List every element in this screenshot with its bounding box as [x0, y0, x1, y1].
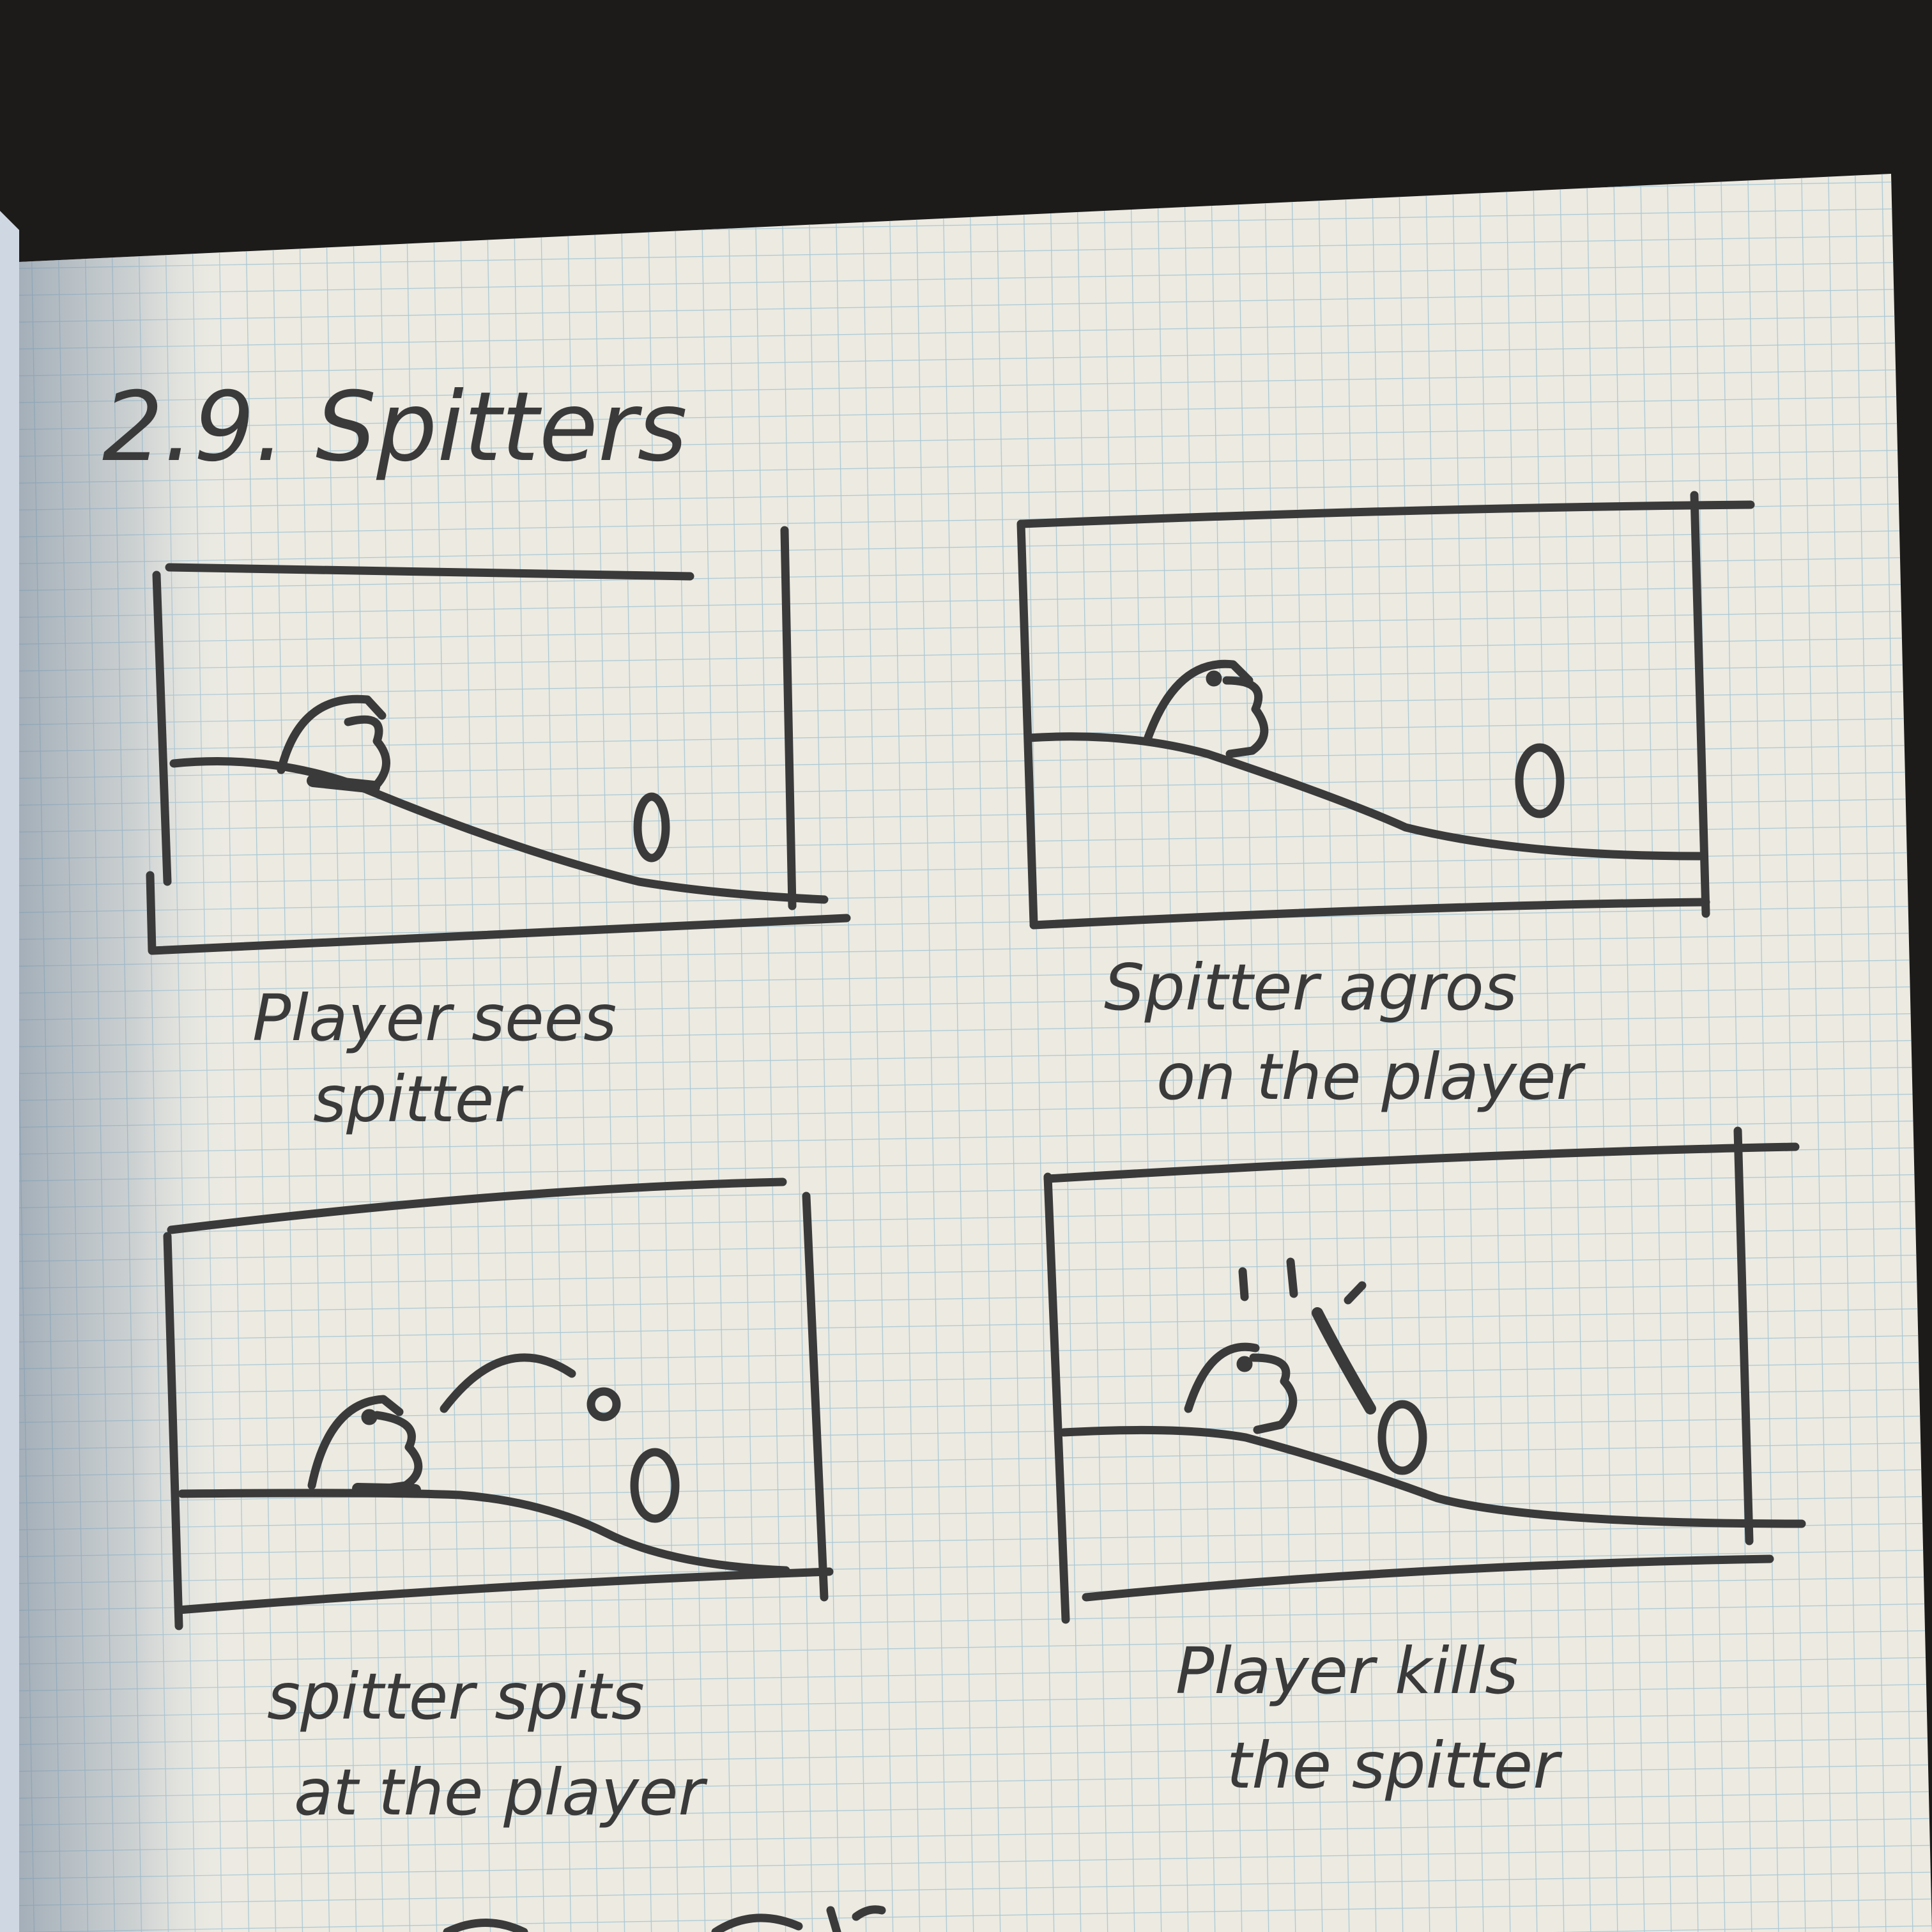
- panel-4-frame-top: [1043, 1142, 1800, 1183]
- panel-2-player: [1515, 743, 1565, 818]
- panel-3-sketch: [163, 1177, 834, 1630]
- panel-4-weapon: [1312, 1307, 1376, 1414]
- panel-4-spitter: [1184, 1342, 1298, 1434]
- panel-1-frame-right: [780, 526, 797, 910]
- panel-2-frame-top: [1018, 500, 1755, 528]
- panel-4-caption-line2: the spitter: [1227, 1728, 1563, 1803]
- panel-2-spitter: [1142, 659, 1269, 758]
- panel-4-frame-left: [1043, 1172, 1070, 1624]
- panel-3-frame-top: [167, 1177, 787, 1234]
- panel-2-frame-right: [1690, 491, 1710, 918]
- panel-1-frame-left: [152, 571, 172, 886]
- panel-1-frame-top: [165, 563, 694, 581]
- panel-3-spit-arc: [440, 1353, 576, 1413]
- panel-1-spitter: [277, 694, 390, 793]
- panel-3-spit-ball: [586, 1387, 621, 1422]
- panel-2-ground: [1024, 732, 1704, 861]
- panel-3-ground: [178, 1489, 790, 1575]
- panel-1-caption-line2: spitter: [313, 1062, 524, 1137]
- panel-4-caption-line1: Player kills: [1176, 1634, 1518, 1708]
- panel-1-player: [633, 792, 670, 862]
- panel-4-ground: [1059, 1425, 1806, 1528]
- page-title: 2.9. Spitters: [102, 372, 687, 483]
- panel-3-caption: spitter spits at the player: [267, 1659, 708, 1830]
- panel-2-caption-line2: on the player: [1156, 1039, 1586, 1114]
- panel-1-ground: [169, 757, 829, 904]
- panel-1-caption-line1: Player sees: [252, 981, 617, 1055]
- panel-1-caption: Player sees spitter: [252, 981, 617, 1137]
- panel-2-frame-left: [1016, 519, 1038, 928]
- panel-3-player: [630, 1448, 680, 1523]
- panel-2-caption-line1: Spitter agros: [1104, 950, 1517, 1025]
- cut-off-text-fragment: [443, 1905, 886, 1932]
- panel-3-frame-right: [802, 1192, 829, 1602]
- paper-sheet: [19, 174, 1932, 1932]
- panel-3-caption-line1: spitter spits: [267, 1659, 645, 1734]
- panel-3-frame-left: [163, 1232, 183, 1630]
- left-page-edge: [0, 211, 19, 1932]
- panel-2-sketch: [1016, 491, 1755, 930]
- panel-1-sketch: [146, 526, 851, 955]
- panel-3-frame-bottom: [174, 1567, 834, 1614]
- panel-4-sketch: [1043, 1126, 1806, 1624]
- panel-2-caption: Spitter agros on the player: [1104, 950, 1586, 1114]
- panel-1-frame-bottom: [146, 871, 851, 955]
- panel-2-frame-bottom: [1029, 898, 1710, 930]
- panel-4-player: [1377, 1400, 1427, 1475]
- panel-4-impact-marks: [1238, 1257, 1367, 1305]
- panel-4-frame-bottom: [1082, 1554, 1774, 1602]
- panel-4-frame-right: [1733, 1126, 1754, 1545]
- panel-3-spitter: [307, 1395, 423, 1496]
- panel-4-caption: Player kills the spitter: [1176, 1634, 1563, 1803]
- panel-3-caption-line2: at the player: [294, 1755, 708, 1830]
